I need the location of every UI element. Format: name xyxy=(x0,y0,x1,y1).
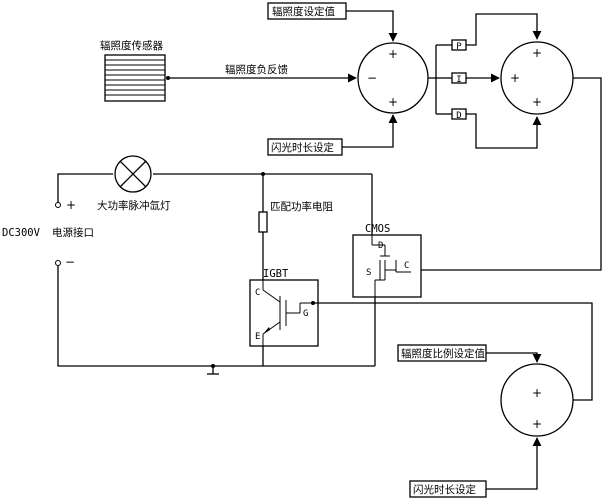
dc-minus-terminal xyxy=(55,260,61,266)
pid-p-label: P xyxy=(456,42,462,52)
irradiance-sensor-label: 辐照度传感器 xyxy=(100,39,163,52)
cmos-s-pin: S xyxy=(366,268,371,278)
ground-symbol xyxy=(207,366,219,375)
cmos-label: CMOS xyxy=(365,223,390,235)
cmos-c-pin: C xyxy=(404,261,409,271)
summing-junction-3 xyxy=(500,363,574,437)
matching-resistor-label: 匹配功率电阻 xyxy=(270,200,333,213)
pulse-xenon-lamp-label: 大功率脉冲氙灯 xyxy=(97,199,171,212)
irradiance-setpoint-label: 辐照度设定值 xyxy=(272,5,335,18)
cmos-block xyxy=(352,234,422,298)
igbt-c-pin: C xyxy=(255,288,260,298)
pid-d-label: D xyxy=(456,111,461,121)
dc-voltage-label: DC300V xyxy=(2,227,41,239)
igbt-e-pin: E xyxy=(255,332,260,342)
cmos-transistor-symbol xyxy=(371,235,411,297)
igbt-block xyxy=(249,279,319,347)
s2-bottom-sign: + xyxy=(532,95,542,109)
s2-left-sign: + xyxy=(510,71,520,85)
dc-plus-terminal xyxy=(55,202,61,208)
irradiance-sensor xyxy=(104,54,166,102)
s1-top-sign: + xyxy=(388,47,398,61)
s3-bottom-sign: + xyxy=(532,417,542,431)
igbt-g-pin: G xyxy=(303,309,308,319)
igbt-label: IGBT xyxy=(263,268,289,280)
power-interface-label: 电源接口 xyxy=(52,226,94,239)
ratio-setpoint-label: 辐照度比例设定值 xyxy=(401,347,485,360)
dc-minus-sign: − xyxy=(65,255,75,269)
irradiance-feedback-label: 辐照度负反馈 xyxy=(225,63,288,76)
s2-top-sign: + xyxy=(532,46,542,60)
cmos-d-pin: D xyxy=(378,241,383,251)
s3-top-sign: + xyxy=(532,386,542,400)
matching-power-resistor xyxy=(258,211,268,233)
flash-duration-label-top: 闪光时长设定 xyxy=(271,141,334,154)
pid-i-label: I xyxy=(456,75,461,85)
s1-bottom-sign: + xyxy=(388,95,398,109)
igbt-transistor-symbol xyxy=(262,280,313,346)
dc-plus-sign: + xyxy=(66,198,76,212)
s1-left-sign: − xyxy=(367,71,377,85)
flash-duration-label-bottom: 闪光时长设定 xyxy=(413,483,476,496)
pulse-xenon-lamp xyxy=(114,155,152,193)
